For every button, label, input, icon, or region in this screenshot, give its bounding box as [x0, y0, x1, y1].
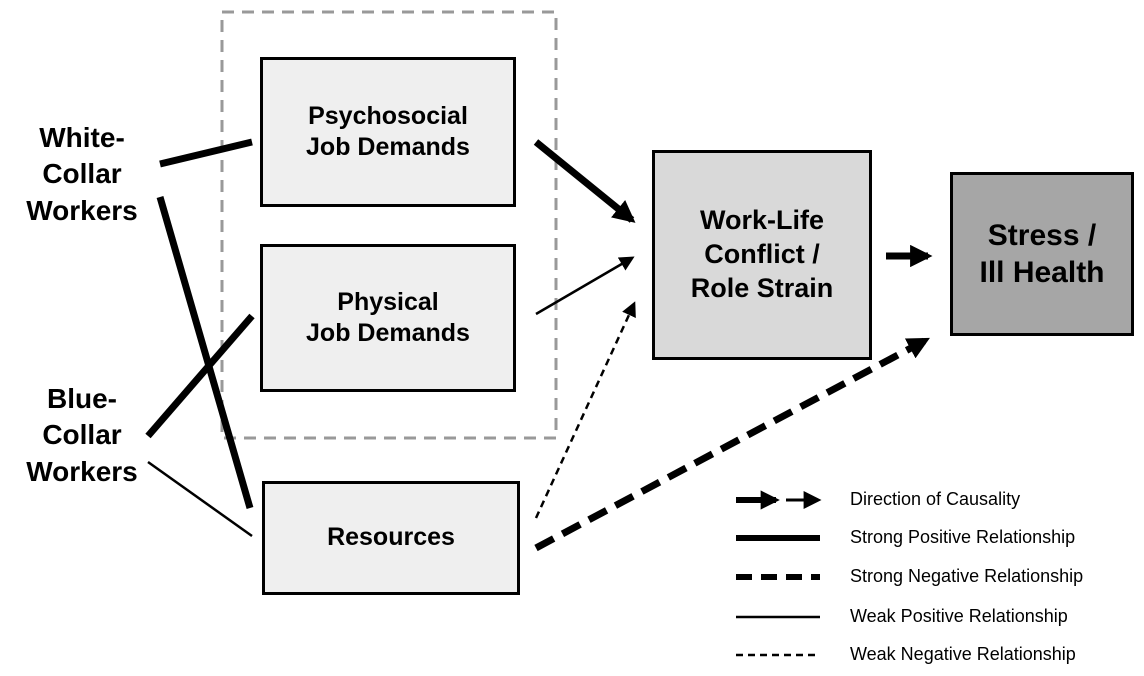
work-life-conflict-box: Work-Life Conflict / Role Strain — [652, 150, 872, 360]
legend-strong-positive-label: Strong Positive Relationship — [850, 527, 1076, 547]
physical-demands-box: Physical Job Demands — [260, 244, 516, 392]
psychosocial-demands-box: Psychosocial Job Demands — [260, 57, 516, 207]
arrow-physical-worklife — [535, 256, 635, 316]
edge-blue-resources — [147, 460, 253, 538]
legend-strong-negative-label: Strong Negative Relationship — [850, 566, 1084, 586]
arrow-resources-stress — [534, 336, 930, 552]
stress-ill-health-box: Stress / Ill Health — [950, 172, 1134, 336]
legend-weak-positive-label: Weak Positive Relationship — [850, 606, 1068, 626]
job-demands-group — [220, 10, 558, 440]
edge-blue-physical — [145, 313, 255, 439]
edge-white-psychosocial — [159, 138, 253, 168]
blue-collar-label: Blue- Collar Workers — [26, 383, 138, 487]
legend-weak-negative-label: Weak Negative Relationship — [850, 644, 1076, 664]
resources-box: Resources — [262, 481, 520, 595]
legend-direction-label: Direction of Causality — [850, 489, 1021, 509]
arrow-psychosocial-worklife — [533, 139, 636, 223]
arrow-resources-worklife — [534, 301, 636, 519]
white-collar-label: White- Collar Workers — [26, 122, 138, 226]
edge-white-resources — [156, 196, 254, 509]
